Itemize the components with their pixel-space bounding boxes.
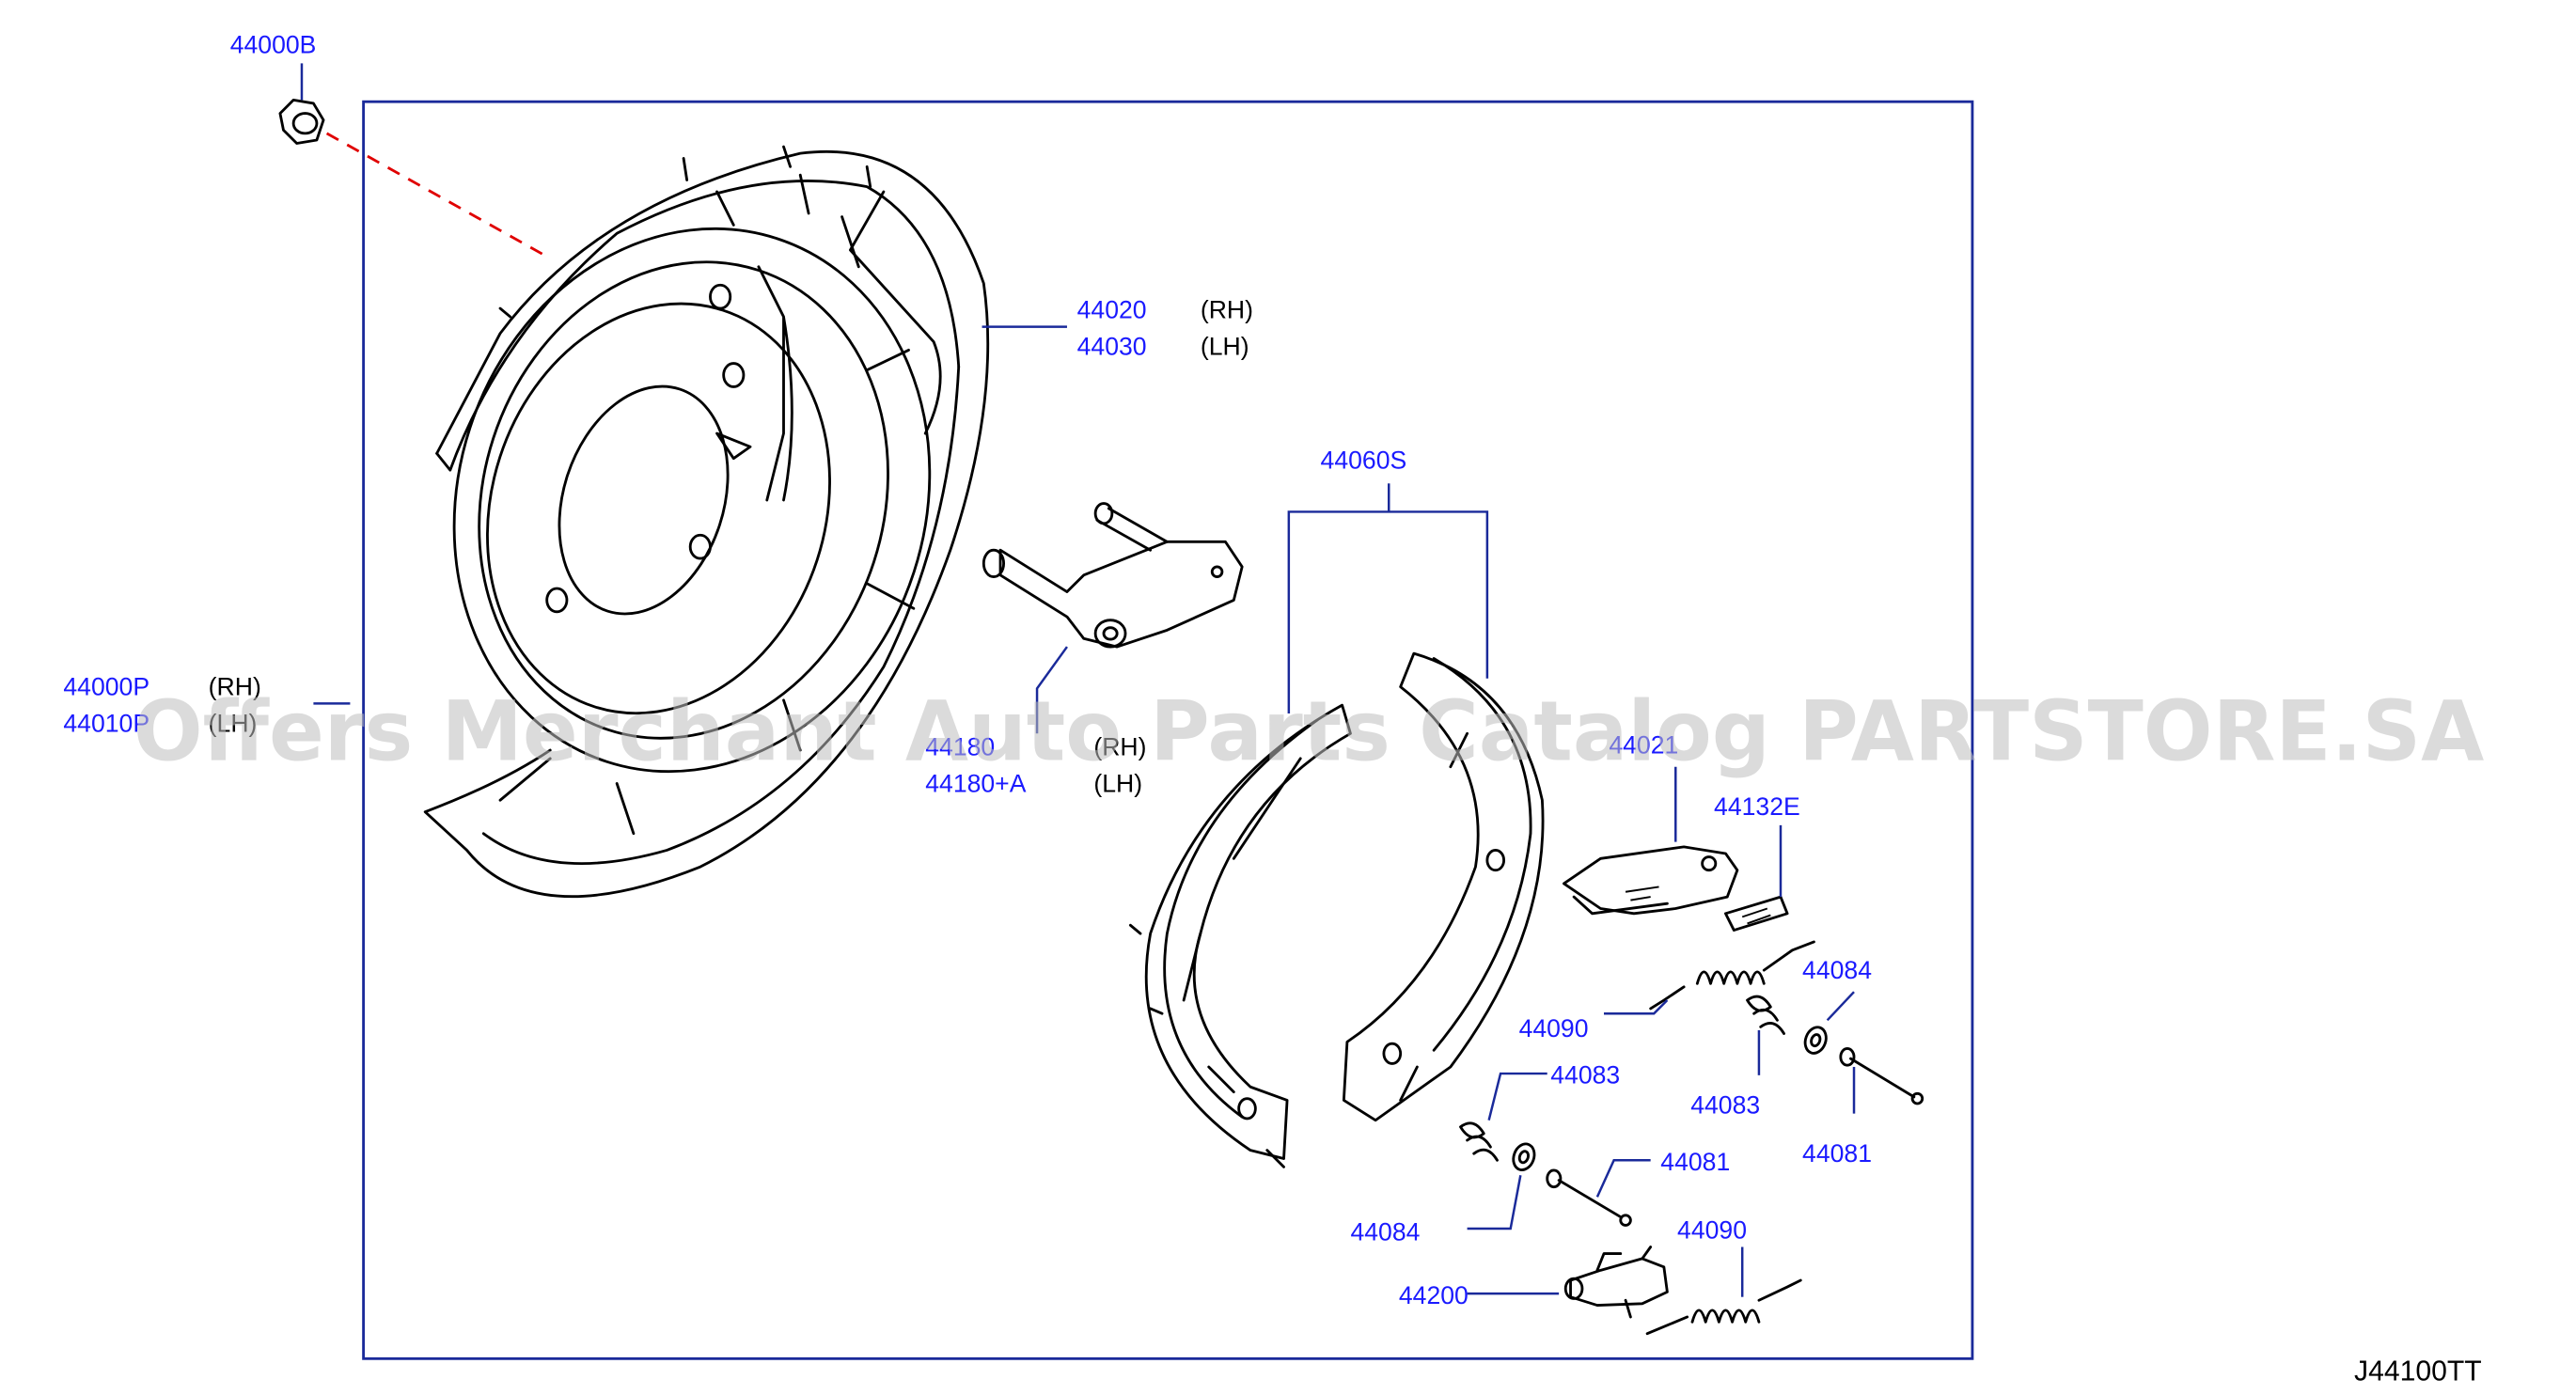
label-part-retainer-left[interactable]: 44084 — [1350, 1217, 1420, 1246]
label-part-shoe-set[interactable]: 44060S — [1321, 446, 1407, 474]
label-part-strut[interactable]: 44021 — [1609, 731, 1678, 760]
label-side-assy-lh: (LH) — [209, 710, 258, 738]
brake-shoes-drawing — [1128, 651, 1545, 1168]
label-part-nut[interactable]: 44000B — [230, 31, 317, 59]
label-part-hold-spring-right[interactable]: 44083 — [1690, 1091, 1760, 1120]
watermark-text: Offers Merchant Auto Parts Catalog PARTS… — [134, 683, 2485, 780]
label-side-plate-lh: (LH) — [1201, 333, 1249, 361]
lever-drawing — [982, 502, 1244, 649]
label-part-adjuster[interactable]: 44200 — [1399, 1281, 1469, 1309]
label-part-assy-lh[interactable]: 44010P — [63, 710, 149, 738]
label-part-spring-upper[interactable]: 44090 — [1519, 1014, 1589, 1042]
label-side-assy-rh: (RH) — [209, 673, 261, 701]
label-part-hold-spring-left[interactable]: 44083 — [1550, 1061, 1620, 1089]
label-part-retainer-right[interactable]: 44084 — [1802, 956, 1872, 984]
label-part-lever-lh[interactable]: 44180+A — [925, 769, 1026, 797]
part-labels: 44000B 44020 (RH) 44030 (LH) 44060S 4400… — [63, 31, 1872, 1309]
label-part-clip[interactable]: 44132E — [1714, 792, 1800, 821]
diagram-reference-code: J44100TT — [2354, 1356, 2482, 1387]
label-part-lever-rh[interactable]: 44180 — [925, 732, 995, 760]
label-part-spring-lower[interactable]: 44090 — [1677, 1216, 1747, 1245]
small-parts-drawing — [1459, 940, 1924, 1336]
label-side-lever-rh: (RH) — [1093, 732, 1146, 760]
label-part-pin-center[interactable]: 44081 — [1660, 1148, 1730, 1176]
nut-drawing — [278, 63, 551, 260]
clip-drawing — [1724, 895, 1789, 932]
diagram-frame — [362, 100, 1974, 1360]
label-side-lever-lh: (LH) — [1093, 769, 1142, 797]
label-part-pin-right[interactable]: 44081 — [1802, 1139, 1872, 1168]
leader-lines — [313, 325, 1856, 1297]
label-part-assy-rh[interactable]: 44000P — [63, 673, 149, 701]
label-side-plate-rh: (RH) — [1201, 296, 1253, 324]
backing-plate-drawing — [423, 145, 990, 899]
strut-drawing — [1563, 845, 1739, 916]
label-part-plate-lh[interactable]: 44030 — [1077, 333, 1147, 361]
label-part-plate-rh[interactable]: 44020 — [1077, 296, 1147, 324]
